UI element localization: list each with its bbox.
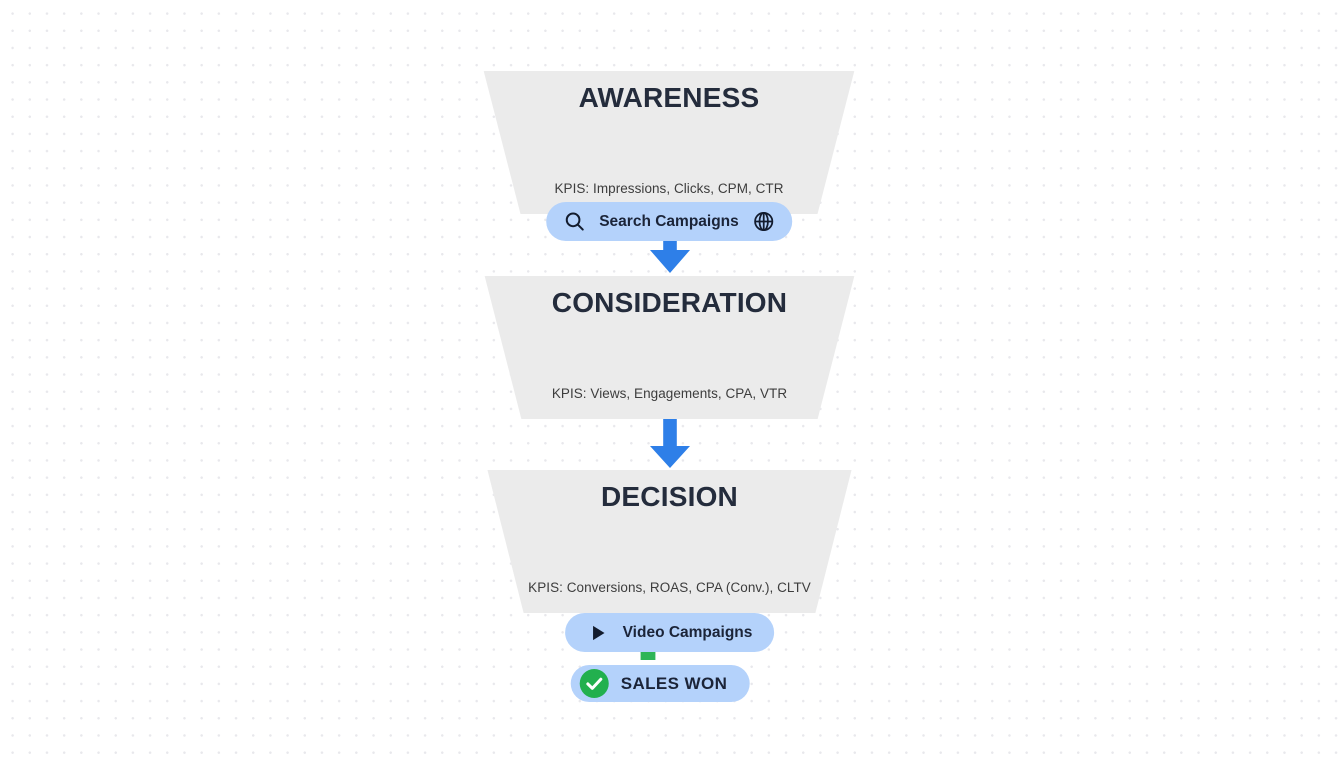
search-icon (563, 210, 586, 233)
funnel-stage-shape (484, 276, 855, 419)
kpis-decision: KPIS: Conversions, ROAS, CPA (Conv.), CL… (528, 580, 811, 595)
sales-won-label: SALES WON (620, 674, 728, 693)
funnel-stage-shape (487, 470, 852, 613)
play-icon (587, 622, 609, 644)
funnel-stage-shape (483, 71, 855, 214)
funnel-stage-awareness[interactable]: AWARENESS Search Campaigns (471, 71, 867, 241)
kpis-consideration: KPIS: Views, Engagements, CPA, VTR (551, 386, 788, 401)
sales-won-badge[interactable]: SALES WON (570, 665, 750, 702)
pill-label: Search Campaigns (599, 212, 739, 230)
globe-icon (752, 210, 775, 233)
arrow-down-icon (647, 222, 693, 279)
pill-search-campaigns[interactable]: Search Campaigns (546, 202, 792, 241)
funnel-stage-decision[interactable]: DECISION Shopping Campaigns (475, 470, 864, 613)
kpis-awareness: KPIS: Impressions, Clicks, CPM, CTR (554, 181, 784, 196)
pill-label: Video Campaigns (622, 623, 753, 641)
stage-title-decision: DECISION (601, 481, 738, 512)
pill-video-campaigns[interactable]: Video Campaigns (564, 613, 775, 652)
stage-title-consideration: CONSIDERATION (551, 287, 788, 318)
arrow-down-icon (647, 419, 693, 474)
funnel-stage-consideration[interactable]: CONSIDERATION Video Campaigns KPIS: View… (472, 276, 867, 652)
stage-title-awareness: AWARENESS (578, 82, 760, 113)
check-circle-icon (579, 668, 610, 699)
